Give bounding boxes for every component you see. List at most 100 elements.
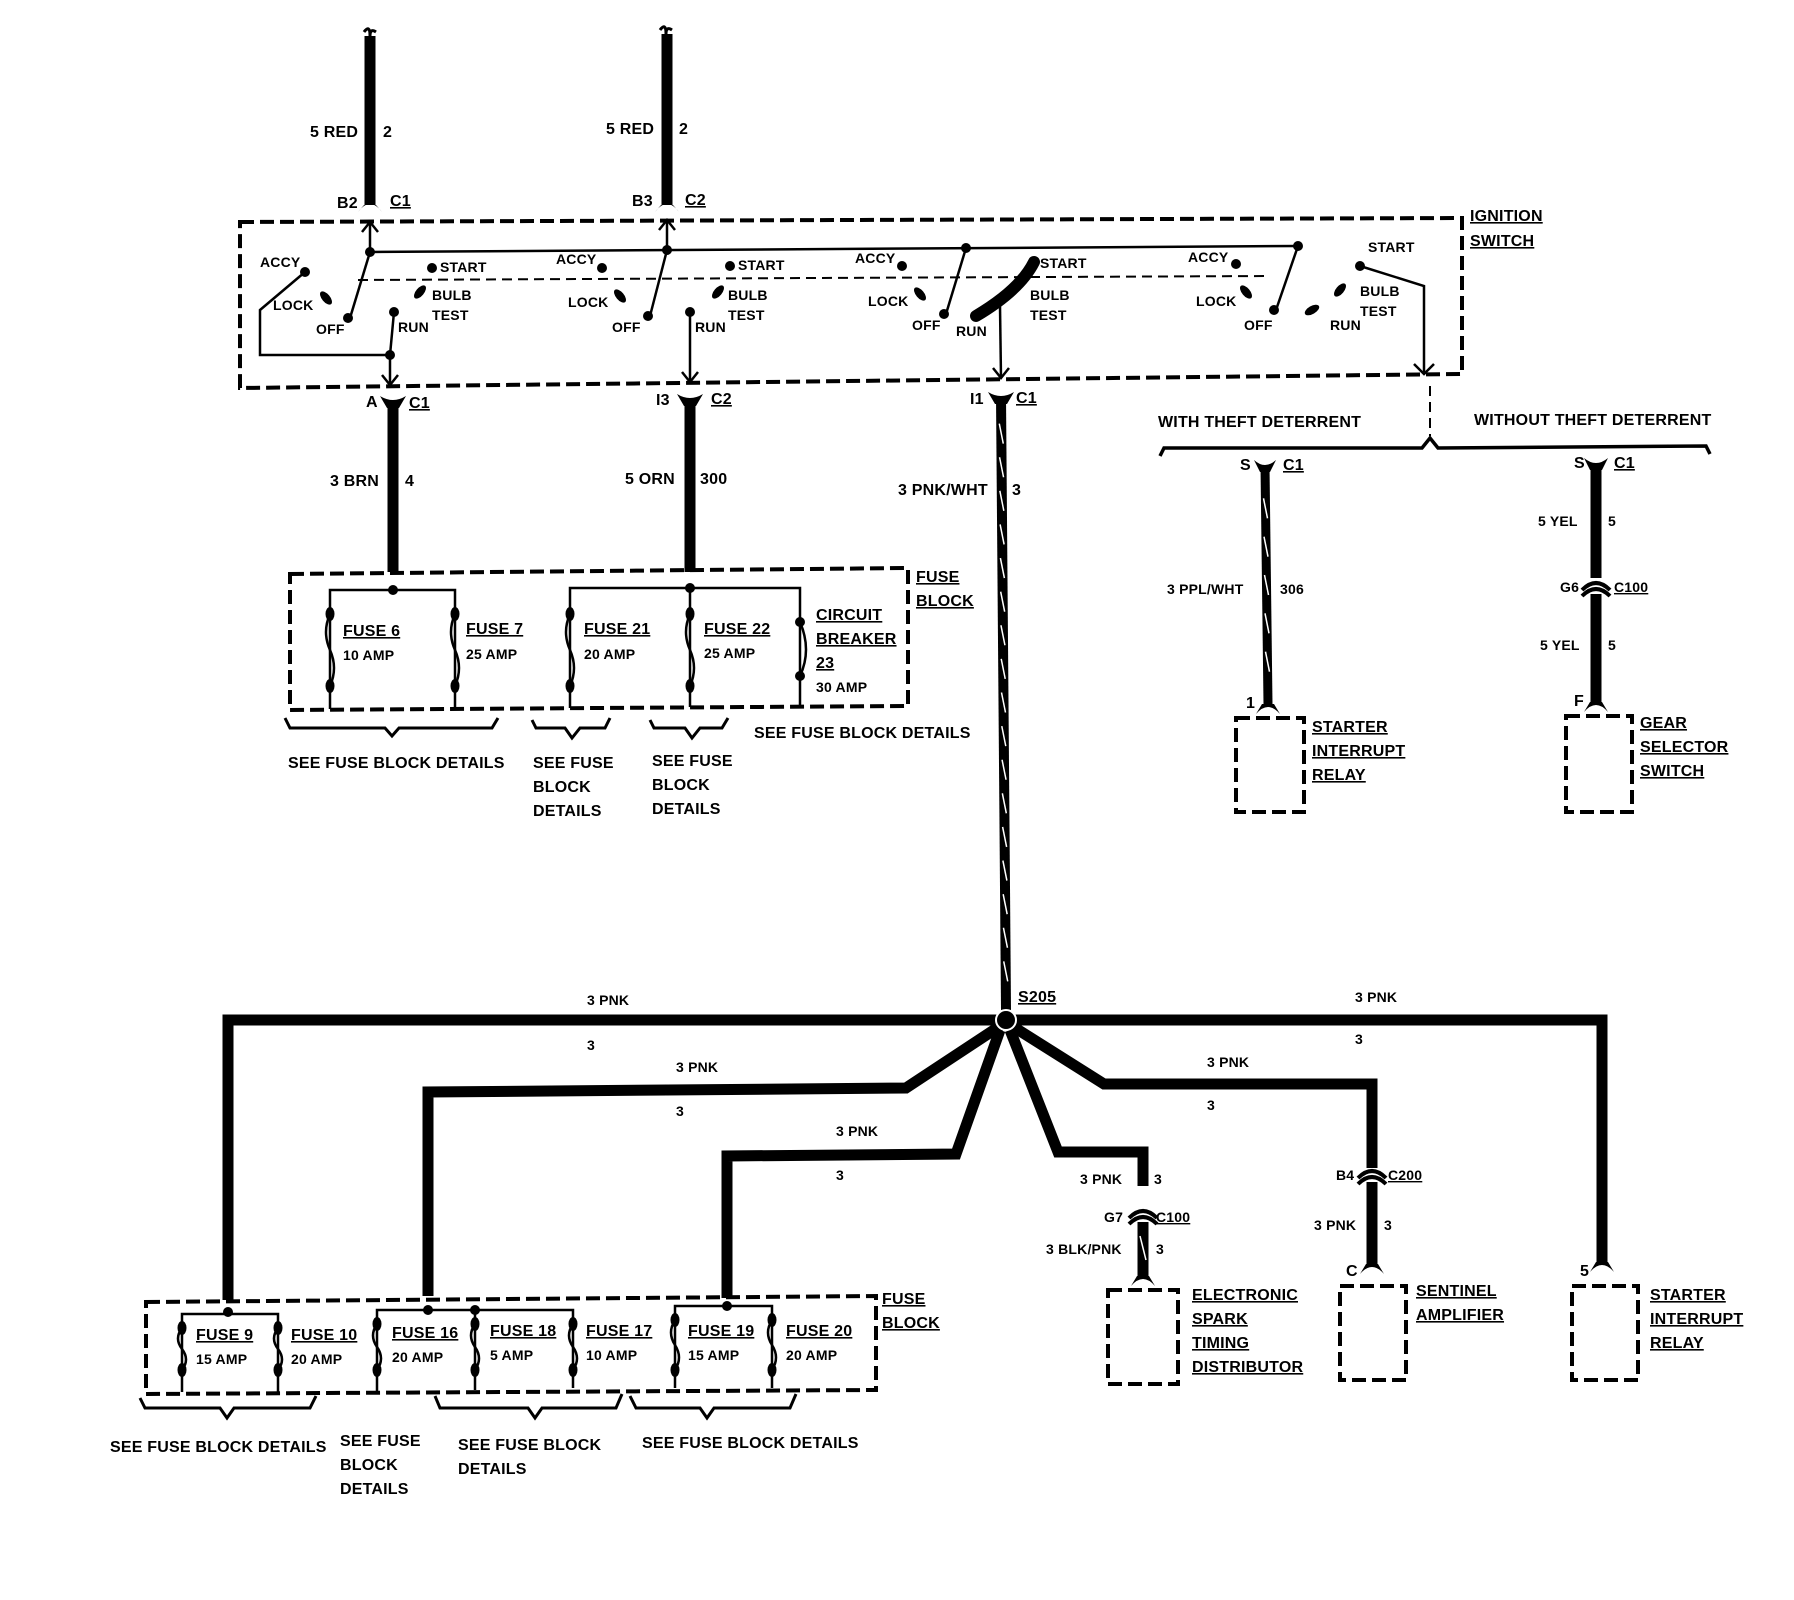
circuit-number: 3 xyxy=(1207,1097,1215,1113)
wire-stripe xyxy=(1263,574,1270,596)
ignition-switch-label: SWITCH xyxy=(1470,233,1534,250)
branch-wire-3-pnk xyxy=(1009,1021,1378,1168)
gear-selector-switch-component xyxy=(1564,714,1634,814)
wire-label: 3 PNK/WHT xyxy=(898,482,988,499)
wire-stripe xyxy=(1263,536,1269,557)
switch-contact-start xyxy=(970,256,1040,322)
wire-label: 5 RED xyxy=(310,124,358,141)
sentinel-amplifier-branch: B4 C200 3 PNK 3 C SENTINEL AMPLIFIER xyxy=(1314,1167,1504,1382)
fuse-symbols xyxy=(176,1313,778,1377)
component-label: INTERRUPT xyxy=(1650,1311,1743,1328)
component-label: SENTINEL xyxy=(1416,1283,1497,1300)
position-label-lock: LOCK xyxy=(273,297,313,313)
fuse-rating: 5 AMP xyxy=(490,1347,533,1363)
wire xyxy=(1359,264,1426,372)
wire-label: 3 PNK xyxy=(1314,1217,1356,1233)
terminal-dot xyxy=(767,1363,777,1377)
fuse-block-label: FUSE xyxy=(882,1291,926,1308)
connector-label: C1 xyxy=(1614,455,1635,472)
fuse-rating: 20 AMP xyxy=(392,1349,443,1365)
terminal-dot xyxy=(273,1321,283,1335)
fuse-name: FUSE 6 xyxy=(343,623,400,640)
branch-wire-3-pnk xyxy=(422,1021,1004,1296)
see-fuse-block-details-note: BLOCK xyxy=(652,777,710,794)
inline-connector-male xyxy=(1356,1175,1388,1186)
wire-stripe-pattern xyxy=(998,423,1009,982)
junction-dot xyxy=(685,583,695,593)
pin-label: F xyxy=(1574,693,1584,710)
branch-wire-3-pnk xyxy=(1006,1014,1608,1262)
input-wire-b3: 5 RED 2 B3 C2 xyxy=(606,25,706,212)
terminal-dot xyxy=(1231,259,1241,269)
wire xyxy=(998,305,1003,379)
wire-stripe xyxy=(1002,860,1008,881)
terminal-dot xyxy=(670,1313,680,1327)
circuit-number: 4 xyxy=(405,473,414,490)
junction-dot xyxy=(470,1305,480,1315)
ignition-switch-label: IGNITION xyxy=(1470,208,1543,225)
terminal-dot xyxy=(565,679,575,693)
pin-label: B4 xyxy=(1336,1167,1354,1183)
pin-label: 1 xyxy=(1246,695,1255,712)
arrow-icon xyxy=(658,217,676,231)
position-label-run: RUN xyxy=(1330,317,1361,333)
wire-stripe xyxy=(1139,1235,1147,1261)
circuit-number: 5 xyxy=(1608,513,1616,529)
wire-label: 5 ORN xyxy=(625,471,675,488)
switch-mechanical-link xyxy=(357,275,1271,281)
circuit-number: 3 xyxy=(1384,1217,1392,1233)
brace xyxy=(628,1393,798,1421)
fuse-element xyxy=(324,613,336,687)
fuse-symbols xyxy=(324,607,696,693)
component-label: AMPLIFIER xyxy=(1416,1307,1504,1324)
wire-label: 5 YEL xyxy=(1538,513,1578,529)
terminal-dot xyxy=(177,1363,187,1377)
component-label: RELAY xyxy=(1650,1335,1704,1352)
wire-stripe xyxy=(1264,651,1271,672)
connector-label: C200 xyxy=(1388,1167,1422,1183)
see-fuse-block-details-note: DETAILS xyxy=(458,1461,527,1478)
pin-label: G6 xyxy=(1560,579,1579,595)
wire-label: 3 PNK xyxy=(587,992,629,1008)
component-label: INTERRUPT xyxy=(1312,743,1405,760)
connector-female-b2 xyxy=(358,204,382,212)
fuse-element xyxy=(176,1327,188,1371)
wire-break-symbol xyxy=(658,25,673,35)
see-fuse-block-details-note: BLOCK xyxy=(340,1457,398,1474)
position-label-accy: ACCY xyxy=(855,250,896,266)
input-wire-b2: 5 RED 2 B2 C1 xyxy=(310,27,411,212)
terminal-dot xyxy=(372,1363,382,1377)
component-label: DISTRIBUTOR xyxy=(1192,1359,1303,1376)
terminal-dot xyxy=(643,311,653,321)
pin-label: S xyxy=(1574,455,1585,472)
terminal-dot xyxy=(1269,305,1279,315)
wire-stripe xyxy=(1262,498,1269,519)
position-label-bulb: BULB xyxy=(432,287,472,303)
terminal-dot xyxy=(795,617,805,627)
pin-label: A xyxy=(366,394,378,411)
branch-wire-3-pnk xyxy=(222,1014,1006,1300)
fuse-rating: 25 AMP xyxy=(704,645,755,661)
connector-female-b3 xyxy=(655,204,679,212)
junction-dot xyxy=(388,585,398,595)
see-fuse-block-details-note: SEE FUSE xyxy=(652,753,733,770)
circuit-number: 300 xyxy=(700,471,727,488)
wire-stripe xyxy=(1001,793,1008,814)
connector-female xyxy=(1360,1264,1384,1274)
see-fuse-block-details-note: SEE FUSE BLOCK DETAILS xyxy=(110,1439,327,1456)
component-label: STARTER xyxy=(1312,719,1388,736)
wire-stripe xyxy=(998,423,1005,444)
terminal-dot xyxy=(450,679,460,693)
arrow-icon xyxy=(992,367,1010,381)
terminal-dot xyxy=(685,679,695,693)
terminal-dot xyxy=(725,261,735,271)
inline-connector-female xyxy=(1356,1169,1388,1180)
wire-stripe xyxy=(1000,692,1007,713)
position-label-off: OFF xyxy=(612,319,641,335)
pin-label: S xyxy=(1240,457,1251,474)
pin-label: I1 xyxy=(970,391,984,408)
wire-stripe xyxy=(1002,927,1009,948)
fuse-block-label: BLOCK xyxy=(882,1315,940,1332)
output-wire-a: A C1 3 BRN 4 xyxy=(330,394,430,572)
with-theft-deterrent-title: WITH THEFT DETERRENT xyxy=(1158,414,1361,431)
